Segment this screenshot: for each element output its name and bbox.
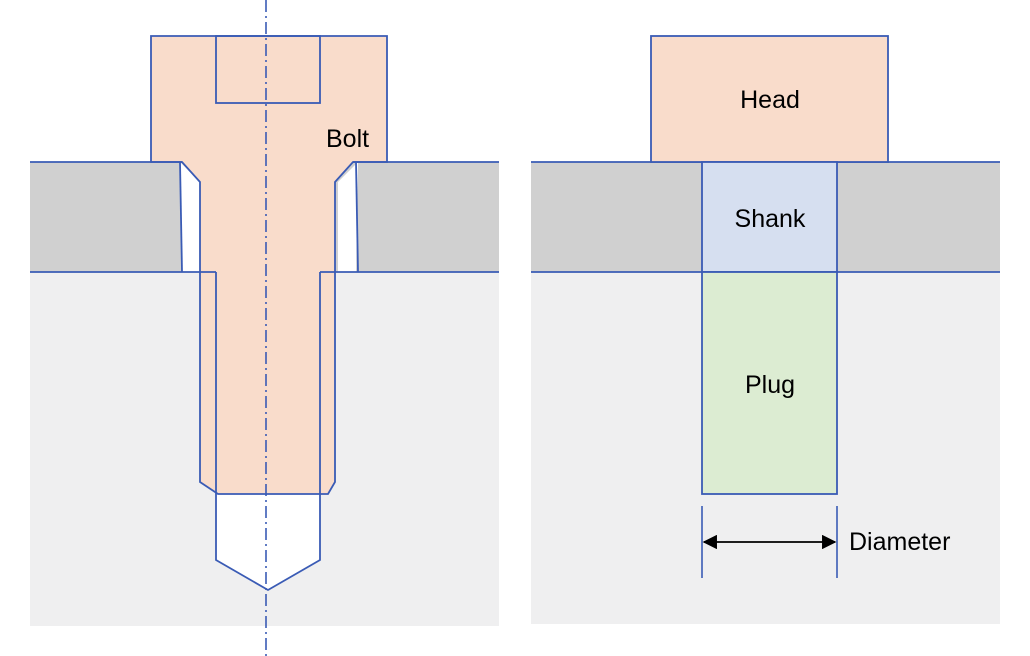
clearance-wall-right xyxy=(355,161,359,273)
shank-block xyxy=(701,161,838,273)
plug-block xyxy=(701,271,838,495)
clearance-wall-left xyxy=(179,161,183,273)
shank-label: Shank xyxy=(735,205,806,233)
head-block xyxy=(650,35,889,163)
simplified-model-panel: Head Shank Plug Diameter xyxy=(531,35,1000,624)
diameter-label: Diameter xyxy=(849,528,950,556)
tapped-hole xyxy=(216,494,320,590)
plug-label: Plug xyxy=(745,371,795,399)
bolt-cross-section-panel: Bolt xyxy=(30,0,499,656)
tapped-hole-outline xyxy=(215,272,321,592)
head-label: Head xyxy=(740,86,800,114)
hex-socket xyxy=(215,35,321,104)
bolt-label: Bolt xyxy=(326,125,369,153)
clearance-hole xyxy=(180,162,200,272)
clearance-hole-right xyxy=(338,162,358,272)
